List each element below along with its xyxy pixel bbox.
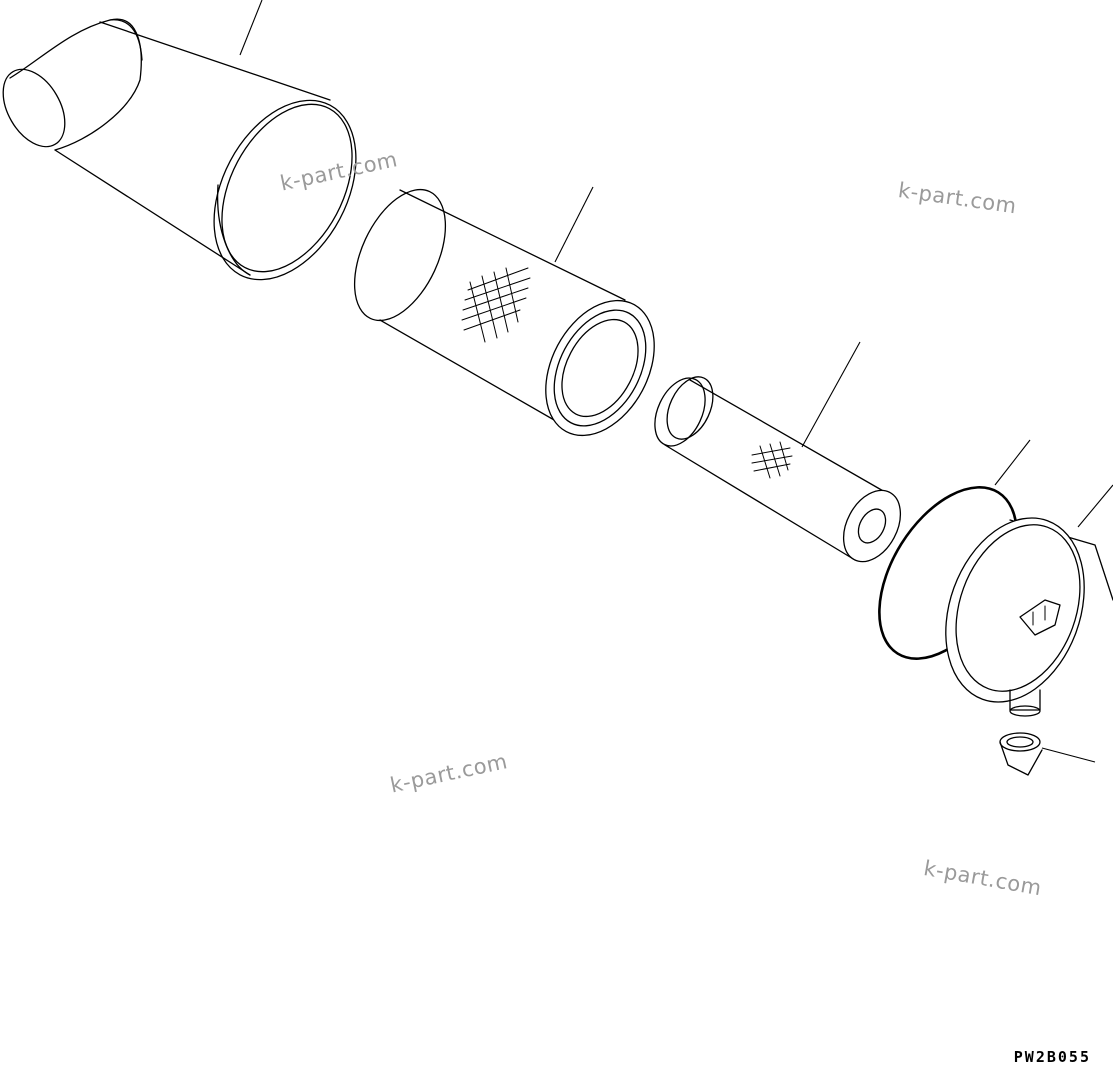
drawing-code: PW2B055 [1013, 1048, 1091, 1066]
leader-line-o-ring [994, 439, 1031, 486]
air-cleaner-body [2, 18, 357, 281]
leader-line-outer-filter [554, 186, 594, 263]
leader-line-inner-filter [801, 341, 861, 448]
filter-mesh-pattern [461, 267, 531, 343]
evacuator-valve [999, 732, 1043, 776]
inner-safety-element [654, 376, 902, 563]
outer-filter-element [353, 188, 655, 437]
leader-line-evacuator-valve [1041, 747, 1096, 763]
leader-line-body [239, 0, 263, 56]
leader-line-cover [1077, 484, 1113, 528]
air-cleaner-cover [945, 517, 1113, 717]
inner-filter-mesh-pattern [751, 441, 793, 479]
